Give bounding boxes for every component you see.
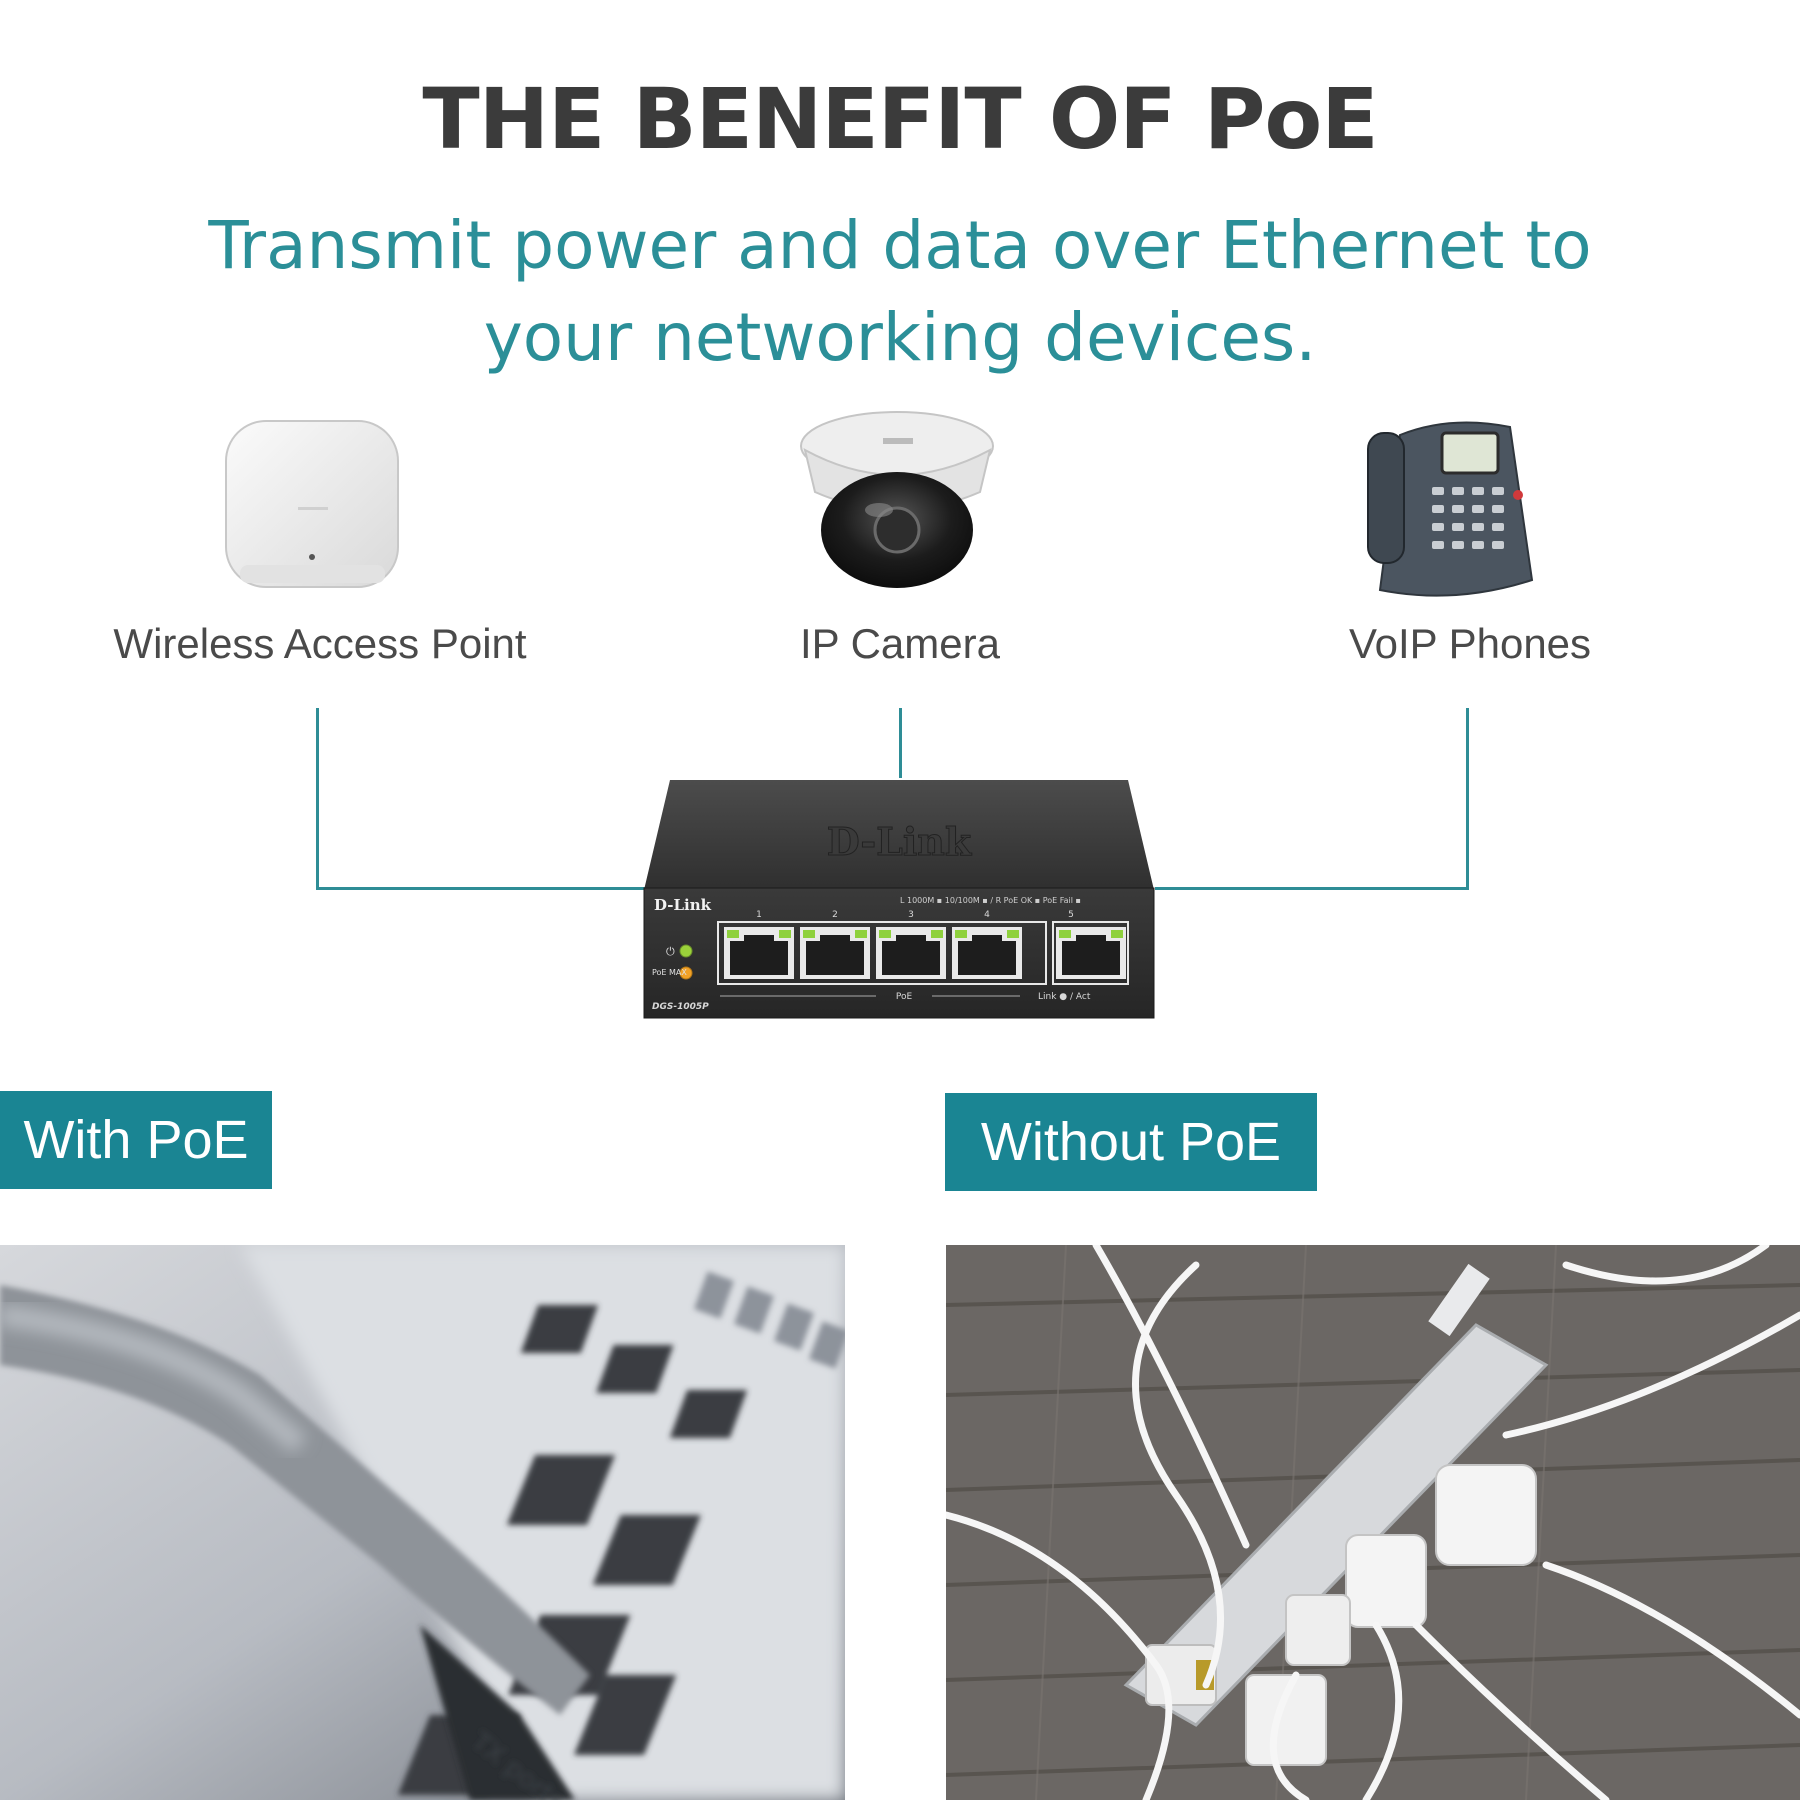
with-poe-photo: TX ports are xyxy=(0,1245,845,1800)
ethernet-ports xyxy=(724,927,1126,979)
dome-camera-icon xyxy=(800,411,994,588)
port-number-1: 1 xyxy=(756,910,762,920)
switch-model: DGS-1005P xyxy=(652,1002,709,1012)
device-ip-camera xyxy=(795,410,1000,595)
connector-left-vertical xyxy=(316,708,319,890)
connector-center-vertical xyxy=(899,708,902,778)
switch-illustration: D-Link D-Link L 1000M ▪ 10/100M ▪ / R Po… xyxy=(643,780,1155,1019)
without-poe-tag: Without PoE xyxy=(945,1093,1317,1191)
power-icon: ⏻ xyxy=(666,945,675,958)
connector-right-horizontal xyxy=(1155,887,1469,890)
connector-left-horizontal xyxy=(316,887,646,890)
device-label-access-point: Wireless Access Point xyxy=(113,620,527,667)
voip-phone-icon xyxy=(1367,421,1534,597)
without-poe-photo xyxy=(946,1245,1800,1800)
switch-top-logo: D-Link xyxy=(827,819,972,864)
device-access-point xyxy=(220,415,405,595)
poe-max-label: PoE MAX xyxy=(652,968,687,977)
device-voip-phone xyxy=(1360,415,1540,600)
port-number-4: 4 xyxy=(984,910,990,920)
power-led xyxy=(679,944,693,958)
device-label-voip-phone: VoIP Phones xyxy=(1348,620,1592,667)
page-subtitle: Transmit power and data over Ethernet to… xyxy=(208,207,1592,376)
switch-poe-label: PoE xyxy=(896,992,913,1002)
connector-right-vertical xyxy=(1466,708,1469,890)
port-number-3: 3 xyxy=(908,910,914,920)
poe-switch: D-Link D-Link L 1000M ▪ 10/100M ▪ / R Po… xyxy=(640,775,1158,1020)
access-point-icon xyxy=(225,420,399,588)
port-number-2: 2 xyxy=(832,910,838,920)
poe-max-led xyxy=(679,966,693,980)
page-title: THE BENEFIT OF PoE xyxy=(422,70,1378,168)
tangled-cables-image xyxy=(946,1245,1800,1800)
port-number-5: 5 xyxy=(1068,910,1074,920)
switch-led-legend: L 1000M ▪ 10/100M ▪ / R PoE OK ▪ PoE Fai… xyxy=(900,896,1081,905)
device-label-ip-camera: IP Camera xyxy=(800,620,1000,667)
switch-brand: D-Link xyxy=(654,896,712,914)
switch-link-label: Link ● / Act xyxy=(1038,992,1091,1002)
with-poe-tag: With PoE xyxy=(0,1091,272,1189)
network-switch-cable-image: TX ports are xyxy=(0,1245,845,1800)
